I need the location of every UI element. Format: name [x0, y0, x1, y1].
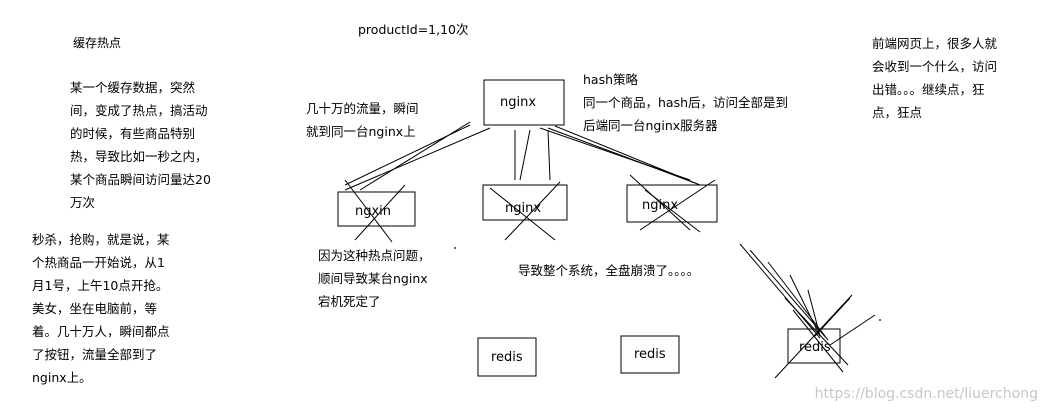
nginx-2-label: nginx [505, 201, 542, 216]
flash-sale-description: 秒杀，抢购，就是说，某 个热商品一开始说，从1 月1号，上午10点开抢。 美女，… [32, 232, 170, 385]
top-nginx-label: nginx [500, 95, 537, 110]
traffic-note: 几十万的流量，瞬间 就到同一台nginx上 [306, 101, 419, 139]
nginx-box-2 [482, 184, 568, 221]
nginx-box-1 [337, 191, 416, 227]
watermark: https://blog.csdn.net/liuerchong [814, 386, 1038, 402]
hash-strategy-note: hash策略 同一个商品，hash后，访问全部是到 后端同一台nginx服务器 [583, 72, 789, 133]
cache-hotspot-description: 某一个缓存数据，突然 间，变成了热点，搞活动 的时候，有些商品特别 热，导致比如… [70, 80, 211, 210]
system-crash-note: 导致整个系统，全盘崩溃了。。。。 [518, 263, 700, 278]
hotspot-issue-note: 因为这种热点问题， 顺间导致某台nginx 宕机死定了 [318, 248, 431, 309]
redis-2-label: redis [634, 347, 666, 362]
top-nginx-box [483, 79, 565, 126]
redis-box-2 [620, 335, 680, 374]
redis-1-label: redis [491, 350, 523, 365]
nginx-box-3 [626, 184, 718, 223]
redis-3-label: redis [799, 340, 831, 355]
redis-box-1 [477, 337, 537, 377]
cache-hotspot-title: 缓存热点 [73, 36, 122, 50]
redis-overload-lines [739, 243, 876, 379]
product-id-note: productId=1,10次 [358, 22, 469, 37]
frontend-error-note: 前端网页上，很多人就 会收到一个什么，访问 出错。。。继续点，狂 点，狂点 [872, 36, 998, 120]
nginx-3-label: nginx [642, 198, 679, 213]
crash-marks [344, 174, 716, 243]
traffic-lines [344, 121, 701, 191]
nginx-1-label: ngxin [355, 204, 392, 219]
